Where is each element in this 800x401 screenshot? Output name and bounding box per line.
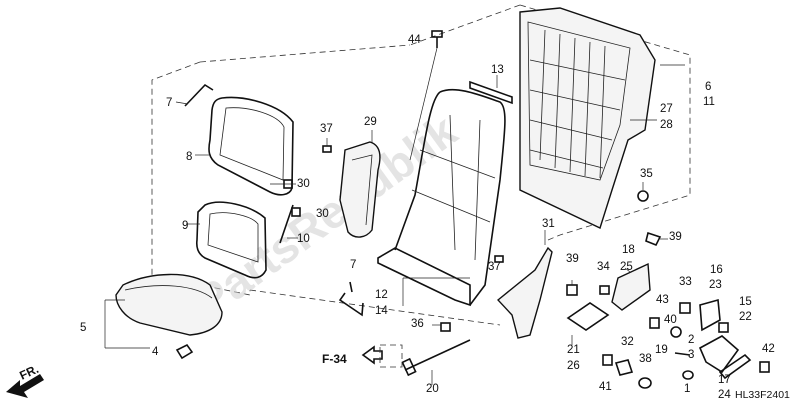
callout-16: 16 (710, 264, 723, 276)
bolt-44 (409, 30, 443, 161)
callout-20: 20 (426, 383, 439, 395)
callout-34: 34 (597, 261, 610, 273)
callout-2: 2 (688, 334, 694, 346)
callout-42: 42 (762, 343, 775, 355)
callout-6: 6 (705, 81, 711, 93)
front-arrow (6, 374, 44, 398)
assembly-boundary (151, 4, 691, 326)
callout-27: 27 (660, 103, 673, 115)
seat-back-frame (377, 88, 506, 307)
spring-19 (674, 352, 691, 356)
lever-17 (718, 353, 752, 380)
seat-cushion-5 (104, 273, 223, 349)
callout-13: 13 (491, 64, 504, 76)
callout-26: 26 (567, 360, 580, 372)
cap-1 (682, 370, 694, 380)
callout-17: 17 (718, 374, 731, 386)
side-cover-31 (496, 230, 553, 339)
screw-37-upper (322, 138, 332, 153)
seat-back-panel (519, 7, 685, 229)
callout-35: 35 (640, 168, 653, 180)
callout-30: 30 (316, 208, 329, 220)
callout-18: 18 (622, 244, 635, 256)
callout-1: 1 (684, 383, 690, 395)
callout-39: 39 (566, 253, 579, 265)
diagram-code: HL33F2401 (735, 389, 790, 401)
callout-32: 32 (621, 336, 634, 348)
callout-7: 7 (166, 97, 172, 109)
hook-7-upper (184, 83, 214, 107)
clip-34 (599, 285, 610, 295)
bolt-43 (649, 317, 660, 329)
bolt-39-upper (645, 231, 668, 247)
callout-36: 36 (411, 318, 424, 330)
callout-22: 22 (739, 311, 752, 323)
bolt-35 (637, 182, 649, 202)
bolt-41 (602, 354, 613, 366)
bolt-39-lower (566, 280, 578, 296)
callout-7: 7 (350, 259, 356, 271)
callout-30: 30 (297, 178, 310, 190)
hinge-cover-29 (339, 130, 381, 238)
lower-cushion-pad (186, 201, 267, 279)
ref-marker-text: F-34 (322, 352, 347, 366)
pin-15 (718, 322, 729, 333)
upper-cushion-pad (195, 96, 294, 196)
clip-30-upper (270, 179, 296, 189)
callout-25: 25 (620, 261, 633, 273)
callout-33: 33 (679, 276, 692, 288)
hook-7-lower (338, 281, 364, 317)
latch-21 (566, 302, 610, 345)
shaft-10 (279, 204, 298, 244)
callout-5: 5 (80, 322, 86, 334)
bracket-13 (469, 75, 513, 105)
ref-arrow-f34 (361, 344, 403, 368)
gas-strut-20 (401, 339, 471, 385)
callout-4: 4 (152, 346, 159, 358)
callout-9: 9 (182, 220, 188, 232)
hinge-plate-16 (699, 298, 721, 332)
hinge-2 (698, 335, 740, 374)
callout-24: 24 (718, 389, 731, 401)
washer-40 (670, 326, 682, 338)
callout-28: 28 (660, 119, 673, 131)
callout-14: 14 (375, 305, 388, 317)
callout-40: 40 (664, 314, 677, 326)
leader-12-14 (402, 277, 470, 306)
bolt-42 (759, 361, 770, 373)
callout-12: 12 (375, 289, 388, 301)
bracket-18 (611, 262, 651, 311)
stopper-4 (175, 343, 194, 360)
spacer-32 (614, 359, 634, 376)
callout-31: 31 (542, 218, 555, 230)
callout-19: 19 (655, 344, 668, 356)
cap-38 (638, 377, 652, 389)
callout-38: 38 (639, 353, 652, 365)
clip-30-lower (291, 207, 301, 217)
callout-8: 8 (186, 151, 192, 163)
callout-39: 39 (669, 231, 682, 243)
callout-23: 23 (709, 279, 722, 291)
callout-21: 21 (567, 344, 580, 356)
callout-43: 43 (656, 294, 669, 306)
callout-37: 37 (320, 123, 333, 135)
callout-29: 29 (364, 116, 377, 128)
nut-36 (432, 322, 451, 332)
bolt-33 (679, 302, 691, 314)
screw-37-middle (494, 255, 504, 263)
callout-41: 41 (599, 381, 612, 393)
callout-3: 3 (688, 349, 694, 361)
callout-15: 15 (739, 296, 752, 308)
callout-10: 10 (297, 233, 310, 245)
callout-11: 11 (703, 96, 715, 108)
callout-44: 44 (408, 34, 421, 46)
callout-37: 37 (488, 261, 501, 273)
